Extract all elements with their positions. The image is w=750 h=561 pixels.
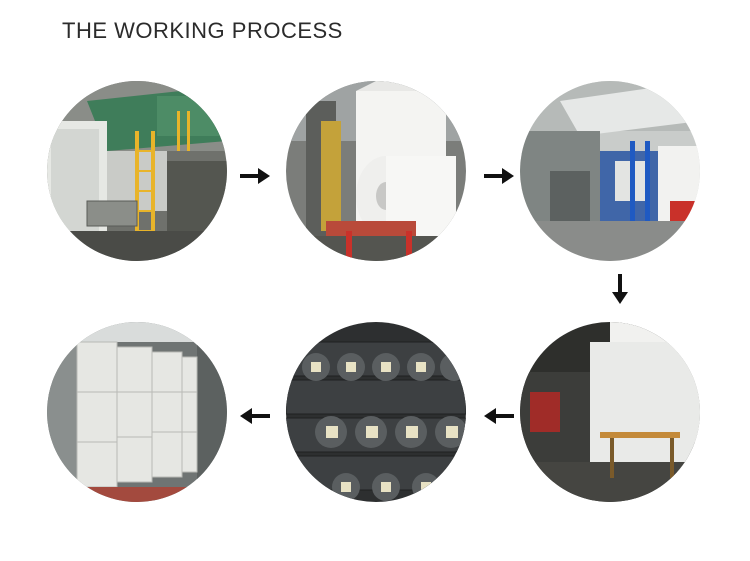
finished-rolls-photo-icon bbox=[286, 322, 466, 502]
step-2-fabric-roll-photo bbox=[286, 81, 466, 261]
page-title: THE WORKING PROCESS bbox=[62, 18, 343, 43]
coating-machine-photo-icon bbox=[520, 81, 700, 261]
step-4-laminating-line-photo bbox=[520, 322, 700, 502]
fabric-roll-photo-icon bbox=[286, 81, 466, 261]
container-loading-photo-icon bbox=[47, 322, 227, 502]
arrow-left-icon bbox=[482, 406, 516, 426]
weaving-machine-photo-icon bbox=[47, 81, 227, 261]
step-1-weaving-machine-photo bbox=[47, 81, 227, 261]
arrow-left-icon bbox=[238, 406, 272, 426]
arrow-right-icon bbox=[238, 166, 272, 186]
step-5-finished-rolls-photo bbox=[286, 322, 466, 502]
arrow-right-icon bbox=[482, 166, 516, 186]
arrow-down-icon bbox=[610, 272, 630, 306]
step-6-container-loading-photo bbox=[47, 322, 227, 502]
step-3-coating-machine-photo bbox=[520, 81, 700, 261]
laminating-line-photo-icon bbox=[520, 322, 700, 502]
